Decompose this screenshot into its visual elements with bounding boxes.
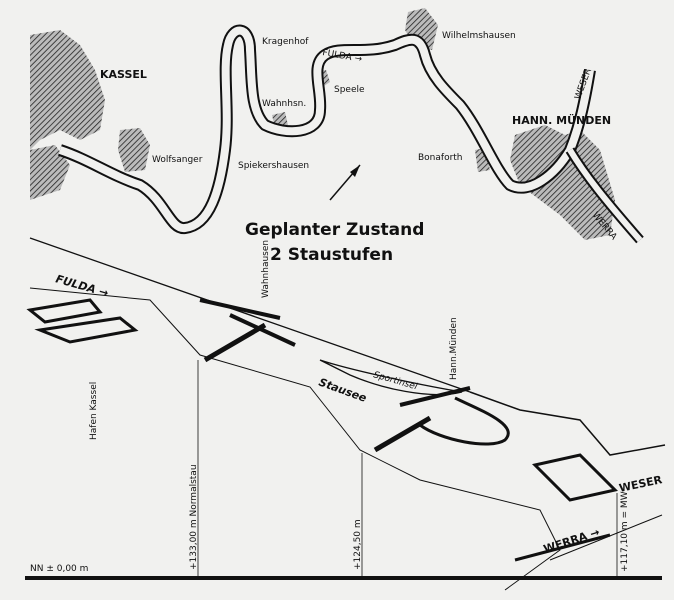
label-bonaforth: Bonaforth — [418, 153, 463, 163]
label-wahnhausen: Wahnhausen — [261, 240, 271, 298]
label-spiekershausen: Spiekershausen — [238, 161, 309, 171]
north-arrow-icon — [329, 164, 361, 201]
hann-muenden-area — [510, 125, 615, 240]
label-level-1: +133,00 m Normalstau — [189, 464, 199, 570]
label-wilhelmshausen: Wilhelmshausen — [442, 31, 516, 41]
label-hann-muenden: HANN. MÜNDEN — [512, 113, 611, 127]
label-wolfsanger: Wolfsanger — [152, 155, 203, 165]
kassel-area-south — [30, 145, 70, 200]
label-datum: NN ± 0,00 m — [30, 564, 88, 574]
kassel-area — [30, 30, 105, 150]
label-wahnhausen-short: Wahnhsn. — [262, 99, 306, 109]
profile-diagram — [26, 237, 666, 591]
label-speele: Speele — [334, 85, 365, 95]
title-line-1: Geplanter Zustand — [245, 220, 424, 240]
label-hann-muenden-profile: Hann.Münden — [449, 317, 459, 380]
title-line-2: 2 Staustufen — [270, 245, 393, 265]
label-level-2: +124,50 m — [353, 519, 363, 570]
label-level-3: +117,10 m = MW — [620, 491, 630, 572]
label-kassel: KASSEL — [100, 68, 147, 81]
town-areas — [30, 8, 615, 240]
label-kragenhof: Kragenhof — [262, 37, 309, 47]
fulda-river-map — [58, 24, 644, 244]
label-hafen-kassel: Hafen Kassel — [89, 382, 99, 440]
label-fulda-profile: FULDA → — [54, 272, 110, 299]
wolfsanger-area — [118, 128, 150, 172]
